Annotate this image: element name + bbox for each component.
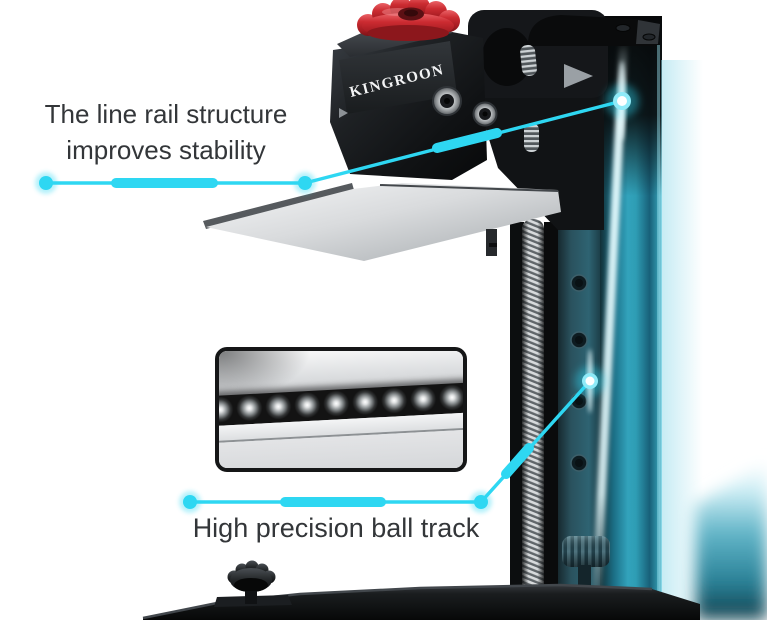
leader-dot	[474, 495, 488, 509]
leader-line-thick	[432, 128, 502, 153]
callout-line-rail-text-2: improves stability	[66, 135, 266, 165]
carriage-spring	[524, 123, 539, 152]
printhead-brand-face	[339, 41, 457, 114]
bracket-wedge	[564, 64, 593, 88]
leader-dot	[39, 176, 53, 190]
build-plate	[203, 183, 561, 261]
socket-screw	[472, 101, 498, 127]
leader-dot	[183, 495, 197, 509]
tower-gap	[544, 222, 560, 606]
leader-line-thick	[501, 443, 534, 479]
tower-side-glow	[695, 462, 767, 620]
rail-screw-holes	[570, 274, 588, 472]
base-knob	[227, 560, 276, 604]
printer-base	[142, 560, 700, 620]
tower-glow-highlight	[591, 42, 628, 607]
tower-right-halo	[661, 60, 703, 605]
callout-leader-lines	[35, 61, 639, 513]
ball-rail-inset-photo	[215, 347, 467, 472]
face-marker	[339, 108, 348, 118]
glow-anchor-dot	[605, 61, 639, 141]
callout-ball-track: High precision ball track	[171, 511, 501, 545]
tower-column	[510, 16, 767, 620]
lead-screw-shading	[522, 219, 544, 607]
red-leveling-knob	[357, 0, 460, 41]
leader-line	[479, 379, 592, 504]
socket-screw	[432, 86, 462, 116]
base-top-edge	[142, 583, 653, 620]
carriage-spring	[520, 44, 537, 76]
callout-ball-track-text: High precision ball track	[192, 513, 480, 543]
tower-edge-highlight	[657, 45, 660, 603]
plate-surface	[206, 183, 561, 261]
base-body	[143, 585, 700, 620]
plate-hook-bracket	[486, 229, 497, 256]
cap-screw	[642, 33, 656, 41]
inset-corner-shade	[219, 351, 463, 468]
cap-screw	[615, 24, 631, 32]
leader-dot	[298, 176, 312, 190]
tower-top-cap	[528, 15, 661, 46]
z-carriage-arm	[468, 10, 661, 230]
callout-line-rail-text-1: The line rail structure	[44, 99, 288, 129]
plate-near-edge	[203, 183, 354, 229]
plate-far-edge	[379, 184, 559, 192]
printhead: KINGROON	[330, 0, 498, 180]
glow-anchor-dot	[575, 349, 605, 413]
tower-back-channel	[510, 222, 524, 606]
bracket-opening	[482, 28, 532, 86]
callout-line-rail: The line rail structure improves stabili…	[26, 96, 306, 168]
